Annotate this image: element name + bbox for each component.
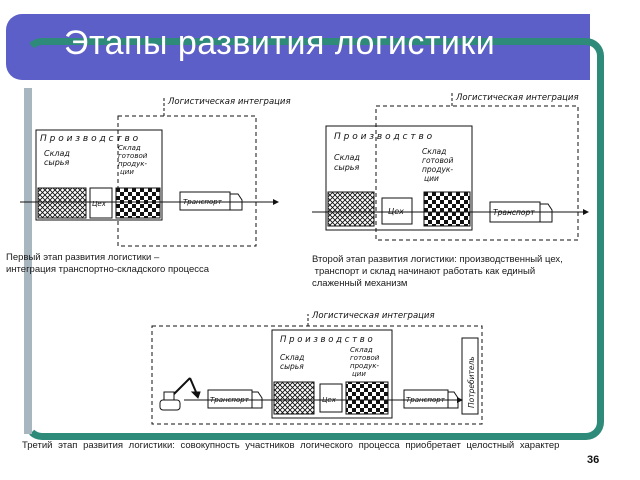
stage3-finished-label-2: готовой: [350, 354, 380, 362]
stage3-workshop-box: [319, 383, 343, 413]
stage2-truck-cab: [539, 203, 553, 223]
stage2-raw-label-2: сырья: [334, 163, 360, 172]
stage1-caption-line1: Первый этап развития логистики –: [6, 252, 160, 263]
stage2-caption-line2: транспорт и склад начинают работать как …: [312, 266, 536, 277]
stage2-workshop-box: [381, 197, 413, 225]
stage2-integration-label: Логистическая интеграция: [455, 93, 579, 103]
stage1-integration-box: [117, 115, 257, 247]
stage3-finished-label-3: продук-: [350, 362, 380, 370]
stage2-finished-label-4: ции: [424, 174, 439, 183]
stage1-raw-label-2: сырья: [44, 158, 70, 167]
stage1-diagram: Логистическая интеграция П р о и з в о д…: [20, 97, 291, 247]
stage1-integration-label: Логистическая интеграция: [167, 97, 291, 107]
page-number: 36: [587, 454, 600, 466]
stage3-finished-warehouse: [345, 381, 389, 415]
slide-frame-left-edge: [24, 88, 32, 434]
stage1-finished-label-4: ции: [120, 168, 134, 176]
stage2-finished-label-3: продук-: [422, 165, 453, 174]
stage3-integration-label: Логистическая интеграция: [311, 311, 435, 321]
stage3-production-label: П р о и з в о д с т в о: [280, 335, 373, 345]
stage3-diagram: Логистическая интеграция П р о и з в о д…: [151, 311, 483, 425]
stage2-finished-label-1: Склад: [422, 147, 446, 156]
stage2-caption: Второй этап развития логистики: производ…: [312, 254, 563, 290]
stage1-finished-label-1: Склад: [118, 144, 141, 152]
stage1-raw-warehouse: [37, 187, 87, 219]
stage2-raw-label-1: Склад: [334, 153, 360, 162]
stage3-production-box: [271, 329, 393, 419]
stage1-production-label: П р о и з в о д с т в о: [40, 134, 139, 144]
stage3-raw-label-2: сырья: [280, 362, 304, 371]
stage3-finished-label-1: Склад: [350, 346, 373, 354]
stage3-integration-box: [151, 325, 483, 425]
stage2-production-box: [325, 125, 473, 231]
stage2-production-label: П р о и з в о д с т в о: [334, 132, 433, 142]
stage2-raw-warehouse: [327, 191, 375, 227]
excavator-icon: [159, 377, 201, 411]
slide-title: Этапы развития логистики: [64, 24, 496, 62]
stage2-finished-label-2: готовой: [422, 156, 453, 165]
stage3-raw-label-1: Склад: [280, 353, 304, 362]
stage1-finished-label-3: продук-: [118, 160, 148, 168]
stage2-finished-warehouse: [423, 191, 471, 227]
stage2-caption-line3: слаженный механизм: [312, 278, 408, 289]
stage3-caption: Третий этап развития логистики: совокупн…: [22, 440, 560, 451]
stage3-consumer-box: [461, 337, 479, 415]
title-bar: [6, 14, 590, 80]
stage1-finished-warehouse: [115, 187, 161, 219]
stage3-consumer-label: Потребитель: [467, 356, 476, 408]
stage1-production-box: [35, 129, 163, 221]
stage1-caption-line2: интеграция транспортно-складского процес…: [6, 264, 210, 275]
stage3-raw-warehouse: [273, 381, 315, 415]
stage2-diagram: Логистическая интеграция П р о и з в о д…: [312, 92, 589, 241]
stage3-finished-label-4: ции: [352, 370, 366, 378]
stage1-caption: Первый этап развития логистики – интегра…: [6, 252, 209, 276]
slide-frame: [24, 38, 604, 440]
stage1-workshop-label: Цех: [92, 200, 107, 208]
stage1-finished-label-2: готовой: [118, 152, 148, 160]
stage2-caption-line1: Второй этап развития логистики: производ…: [312, 254, 563, 265]
stage2-integration-box: [375, 105, 579, 241]
stage1-workshop-box: [89, 187, 113, 219]
stage1-raw-label-1: Склад: [44, 149, 70, 158]
